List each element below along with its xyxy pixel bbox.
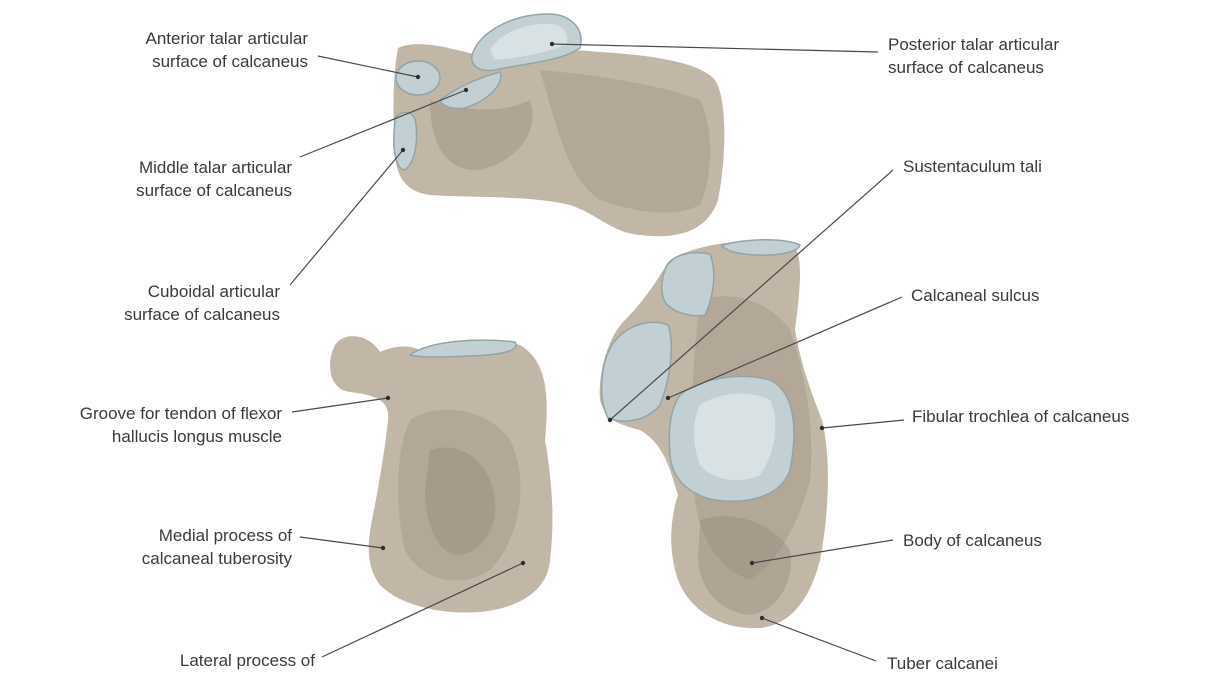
leader-posterior-talar: [552, 44, 878, 52]
label-lateral-process: Lateral process of: [180, 649, 315, 672]
label-medial-process: Medial process of calcaneal tuberosity: [142, 524, 292, 570]
label-body: Body of calcaneus: [903, 529, 1042, 552]
dot-fibular-trochlea: [820, 426, 824, 430]
leader-groove-flexor: [292, 398, 388, 412]
label-posterior-talar: Posterior talar articular surface of cal…: [888, 33, 1059, 79]
dot-middle-talar: [464, 88, 468, 92]
label-sustentaculum: Sustentaculum tali: [903, 155, 1042, 178]
label-calcaneal-sulcus: Calcaneal sulcus: [911, 284, 1040, 307]
label-anterior-talar: Anterior talar articular surface of calc…: [145, 27, 308, 73]
leader-tuber: [762, 618, 876, 661]
calcaneus-superior-view: [600, 240, 828, 628]
label-tuber: Tuber calcanei: [887, 652, 998, 675]
leader-cuboidal: [290, 150, 403, 285]
dot-posterior-talar: [550, 42, 554, 46]
label-groove-flexor: Groove for tendon of flexor hallucis lon…: [80, 402, 282, 448]
leader-fibular-trochlea: [822, 420, 904, 428]
dot-sustentaculum: [608, 418, 612, 422]
dot-anterior-talar: [416, 75, 420, 79]
dot-groove-flexor: [386, 396, 390, 400]
dot-lateral-process: [521, 561, 525, 565]
label-cuboidal: Cuboidal articular surface of calcaneus: [124, 280, 280, 326]
dot-calcaneal-sulcus: [666, 396, 670, 400]
dot-medial-process: [381, 546, 385, 550]
dot-tuber: [760, 616, 764, 620]
label-fibular-trochlea: Fibular trochlea of calcaneus: [912, 405, 1129, 428]
calcaneus-posterior-view: [330, 336, 552, 612]
dot-cuboidal: [401, 148, 405, 152]
label-middle-talar: Middle talar articular surface of calcan…: [136, 156, 292, 202]
dot-body: [750, 561, 754, 565]
